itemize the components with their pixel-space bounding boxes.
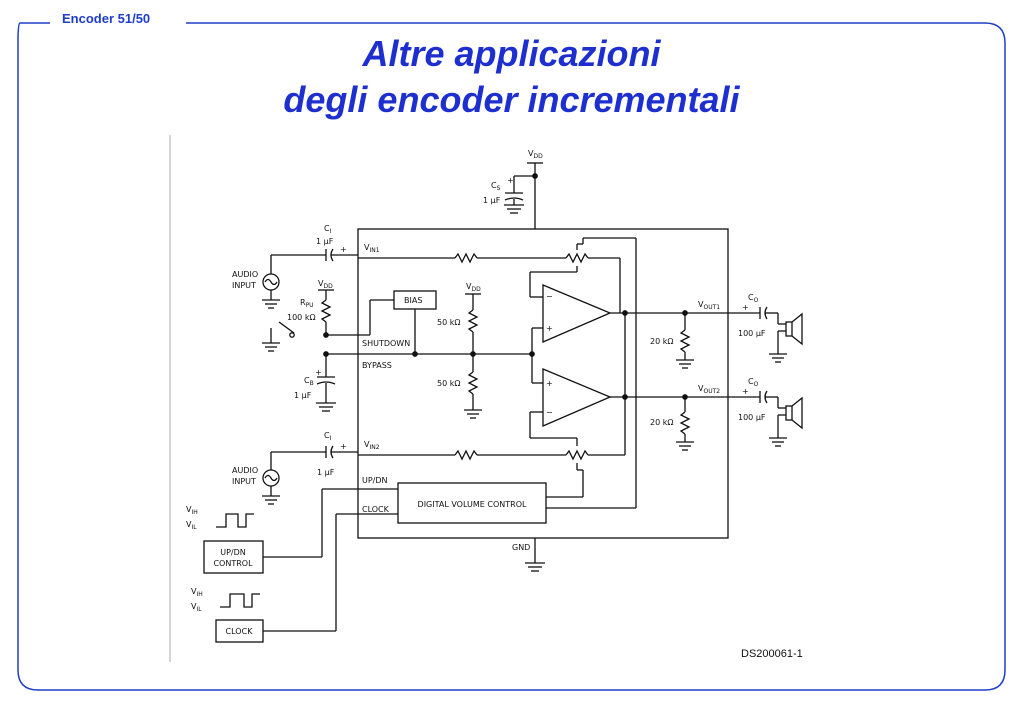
updn-control-label-line1: UP/DN (220, 548, 246, 557)
bias-label: BIAS (404, 296, 422, 305)
cb-label: CB (304, 376, 314, 387)
vout1-label: VOUT1 (698, 300, 720, 311)
shutdown-pin-label: SHUTDOWN (362, 339, 410, 348)
audio-input-1-label-line2: INPUT (232, 281, 256, 290)
cb-plus: + (315, 368, 322, 377)
cs-value: 1 μF (483, 196, 501, 205)
r50k-top-value: 50 kΩ (437, 318, 460, 327)
rpu-value: 100 kΩ (287, 313, 316, 322)
updn-control-block (203, 540, 264, 574)
co2-plus: + (742, 387, 749, 396)
r20k-2-value: 20 kΩ (650, 418, 673, 427)
digital-volume-control-label: DIGITAL VOLUME CONTROL (418, 500, 527, 509)
clock-block-label: CLOCK (226, 627, 254, 636)
vil-label-2: VIL (191, 602, 202, 613)
slide-title-line-2: degli encoder incrementali (283, 79, 740, 120)
op-amp-1-plus: + (546, 324, 553, 333)
digital-volume-control-block (397, 482, 547, 524)
co2-label: CO (748, 377, 759, 388)
op-amp-2-minus: − (546, 408, 553, 417)
co1-label: CO (748, 293, 759, 304)
gnd-label: GND (512, 543, 530, 552)
op-amp-1 (542, 284, 612, 343)
speaker-2 (785, 405, 793, 421)
vih-label-2: VIH (191, 587, 203, 598)
co1-plus: + (742, 303, 749, 312)
updn-control-label-line2: CONTROL (213, 559, 253, 568)
op-amp-1-minus: − (546, 292, 553, 301)
cb-value: 1 μF (294, 391, 312, 400)
ic-package (357, 228, 729, 539)
op-amp-2 (542, 368, 612, 427)
ci2-plus: + (340, 442, 347, 451)
vil-label-1: VIL (186, 520, 197, 531)
vdd-divider-label: VDD (466, 282, 481, 293)
op-amp-2-plus: + (546, 379, 553, 388)
ci1-value: 1 μF (316, 237, 334, 246)
volume-pot-2 (565, 449, 589, 461)
ci1-label: CI (324, 224, 332, 235)
cs-label: CS (491, 181, 501, 192)
vin1-label: VIN1 (364, 243, 380, 254)
co1-value: 100 μF (738, 329, 766, 338)
slide-number-label: Encoder 51/50 (58, 11, 155, 26)
speaker-1 (785, 321, 793, 337)
vdd-rpu-label: VDD (318, 279, 333, 290)
r50k-bottom-value: 50 kΩ (437, 379, 460, 388)
slide-title-line-1: Altre applicazioni (362, 33, 661, 74)
vin2-label: VIN2 (364, 440, 380, 451)
ci2-label: CI (324, 431, 332, 442)
clock-block (215, 619, 264, 643)
vih-label-1: VIH (186, 505, 198, 516)
clock-pin-label: CLOCK (362, 505, 390, 514)
datasheet-code: DS200061-1 (741, 648, 803, 660)
bypass-pin-label: BYPASS (362, 361, 392, 370)
vdd-top-label: VDD (528, 149, 543, 160)
ci1-plus: + (340, 245, 347, 254)
audio-input-2-label-line1: AUDIO (232, 466, 258, 475)
volume-pot-1 (565, 252, 589, 264)
updn-pin-label: UP/DN (362, 476, 388, 485)
ci2-value: 1 μF (317, 468, 335, 477)
cs-plus: + (507, 176, 514, 185)
vout2-label: VOUT2 (698, 384, 720, 395)
audio-input-2-label-line2: INPUT (232, 477, 256, 486)
rpu-label: RPU (300, 298, 314, 309)
audio-input-1-label-line1: AUDIO (232, 270, 258, 279)
co2-value: 100 μF (738, 413, 766, 422)
r20k-1-value: 20 kΩ (650, 337, 673, 346)
